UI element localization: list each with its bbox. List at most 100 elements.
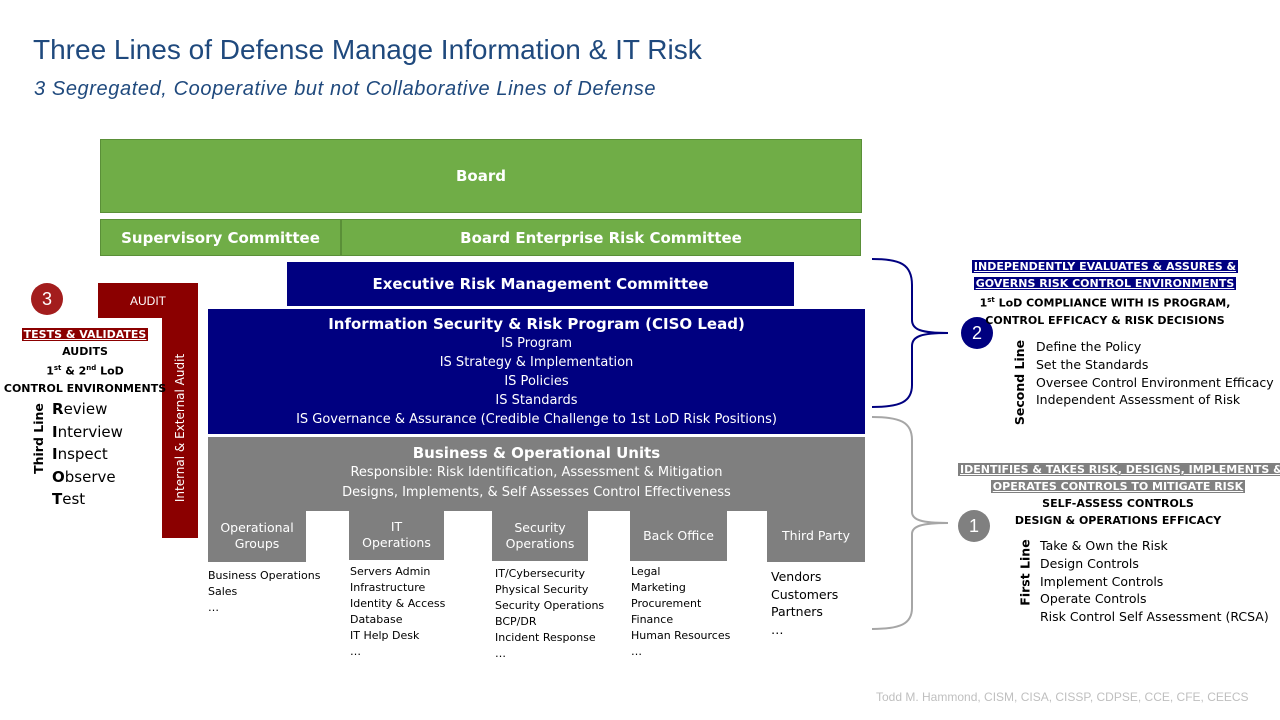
second-line-compliance: 1st LoD COMPLIANCE WITH IS PROGRAM, — [965, 292, 1245, 312]
list-item: Sales — [208, 585, 238, 598]
second-line-efficacy: CONTROL EFFICACY & RISK DECISIONS — [985, 313, 1225, 327]
list-item: … — [631, 645, 642, 658]
list-item: Business Operations — [208, 569, 321, 582]
list-item: Incident Response — [495, 631, 596, 644]
list-item: Independent Assessment of Risk — [1036, 392, 1241, 408]
first-line-brace — [871, 416, 949, 630]
is-governance-line: IS Governance & Assurance (Credible Chal… — [296, 412, 777, 427]
second-line-number-badge: 2 — [961, 317, 993, 349]
acronym-rest: eview — [63, 400, 108, 418]
second-line-highlight-2: GOVERNS RISK CONTROL ENVIRONMENTS — [973, 277, 1237, 290]
list-item: Set the Standards — [1036, 356, 1149, 372]
acronym-rest: nterview — [57, 422, 123, 441]
list-item: Partners — [771, 604, 823, 619]
unit-label-line: Back Office — [643, 527, 714, 543]
list-item: Design Controls — [1040, 555, 1139, 571]
acronym-letter: O — [52, 467, 65, 486]
list-item: Infrastructure — [350, 581, 426, 594]
list-item: Servers Admin — [350, 565, 431, 578]
acronym-letter: T — [52, 490, 63, 508]
list-item: Procurement — [631, 597, 702, 610]
list-item: Marketing — [631, 581, 686, 594]
list-item: Legal — [631, 565, 661, 578]
executive-risk-management-committee-box: Executive Risk Management Committee — [287, 262, 794, 306]
third-line-audits: AUDITS — [62, 345, 108, 358]
third-line-lod: 1st & 2nd LoD — [0, 360, 170, 380]
riiot-item: Test — [52, 488, 123, 511]
second-line-highlight-1: INDEPENDENTLY EVALUATES & ASSURES & — [971, 260, 1239, 273]
is-risk-program-heading: Information Security & Risk Program (CIS… — [328, 315, 745, 333]
list-item: BCP/DR — [495, 615, 537, 628]
first-line-highlight-2: OPERATES CONTROLS TO MITIGATE RISK — [990, 480, 1246, 493]
supervisory-committee-box: Supervisory Committee — [100, 219, 341, 256]
list-item: IT/Cybersecurity — [495, 567, 586, 580]
it-operations-list: Servers Admin Infrastructure Identity & … — [350, 564, 445, 660]
list-item: Physical Security — [495, 583, 589, 596]
lod-text: LoD COMPLIANCE WITH IS PROGRAM, — [994, 296, 1231, 310]
page-title: Three Lines of Defense Manage Informatio… — [33, 34, 702, 65]
list-item: Vendors — [771, 569, 822, 584]
is-strategy-line: IS Strategy & Implementation — [439, 355, 634, 370]
third-line-number-badge: 3 — [31, 283, 63, 315]
acronym-letter: I — [52, 422, 58, 441]
list-item: Implement Controls — [1040, 573, 1164, 589]
acronym-rest: est — [62, 490, 86, 508]
list-item: Risk Control Self Assessment (RCSA) — [1040, 609, 1269, 625]
list-item: Human Resources — [631, 629, 731, 642]
lod-text: LoD — [96, 364, 124, 378]
list-item: … — [350, 645, 361, 658]
riiot-item: Inspect — [52, 443, 123, 466]
riiot-item: Review — [52, 398, 123, 421]
board-box: Board — [100, 139, 862, 213]
unit-label-line: Operations — [362, 535, 431, 550]
acronym-letter: R — [52, 400, 64, 418]
second-line-brace — [871, 258, 949, 408]
riiot-item: Observe — [52, 466, 123, 489]
lod-sup: st — [53, 364, 62, 372]
list-item: Operate Controls — [1040, 591, 1147, 607]
list-item: Identity & Access — [350, 597, 446, 610]
second-line-description: INDEPENDENTLY EVALUATES & ASSURES & GOVE… — [965, 258, 1245, 329]
operational-groups-list: Business Operations Sales … — [208, 568, 320, 616]
lod-number: 1 — [46, 364, 54, 378]
back-office-list: Legal Marketing Procurement Finance Huma… — [631, 564, 730, 660]
page-subtitle: 3 Segregated, Cooperative but not Collab… — [34, 78, 657, 100]
list-item: … — [208, 601, 219, 614]
is-risk-program-box: Information Security & Risk Program (CIS… — [208, 309, 865, 434]
business-units-designs-line: Designs, Implements, & Self Assesses Con… — [342, 485, 731, 500]
lod-number: 1 — [979, 296, 988, 310]
acronym-letter: I — [52, 445, 58, 463]
list-item: IT Help Desk — [350, 629, 420, 642]
third-line-control-env: CONTROL ENVIRONMENTS — [3, 381, 167, 395]
business-operational-units-box: Business & Operational Units Responsible… — [208, 437, 865, 511]
third-line-highlight: TESTS & VALIDATES — [21, 328, 149, 341]
unit-label-line: IT — [390, 519, 403, 534]
audit-bar — [162, 283, 198, 538]
third-line-description: TESTS & VALIDATES AUDITS 1st & 2nd LoD C… — [0, 326, 170, 397]
footer-credit: Todd M. Hammond, CISM, CISA, CISSP, CDPS… — [876, 690, 1249, 704]
unit-label-line: Operational — [220, 520, 294, 535]
unit-label-line: Operations — [505, 535, 575, 551]
list-item: Security Operations — [495, 599, 605, 612]
lod-sup: st — [987, 296, 995, 304]
first-line-self-assess: SELF-ASSESS CONTROLS — [1042, 497, 1194, 510]
lod-number: & 2 — [61, 364, 87, 378]
riiot-item: Interview — [52, 421, 123, 444]
is-standards-line: IS Standards — [495, 393, 578, 408]
list-item: Database — [350, 613, 403, 626]
acronym-rest: bserve — [64, 467, 116, 486]
unit-third-party: Third Party — [767, 510, 865, 562]
business-units-heading: Business & Operational Units — [412, 444, 661, 462]
list-item: Define the Policy — [1036, 339, 1142, 354]
list-item: Oversee Control Environment Efficacy — [1036, 374, 1274, 390]
list-item: … — [771, 621, 784, 637]
second-line-items: Define the Policy Set the Standards Over… — [1036, 338, 1274, 409]
first-line-highlight-1: IDENTIFIES & TAKES RISK, DESIGNS, IMPLEM… — [958, 463, 1280, 476]
audit-label: AUDIT — [98, 283, 198, 318]
third-party-list: Vendors Customers Partners … — [771, 568, 838, 638]
riiot-list: Review Interview Inspect Observe Test — [52, 398, 123, 511]
is-policies-line: IS Policies — [504, 374, 569, 389]
business-units-responsible-line: Responsible: Risk Identification, Assess… — [350, 465, 723, 480]
